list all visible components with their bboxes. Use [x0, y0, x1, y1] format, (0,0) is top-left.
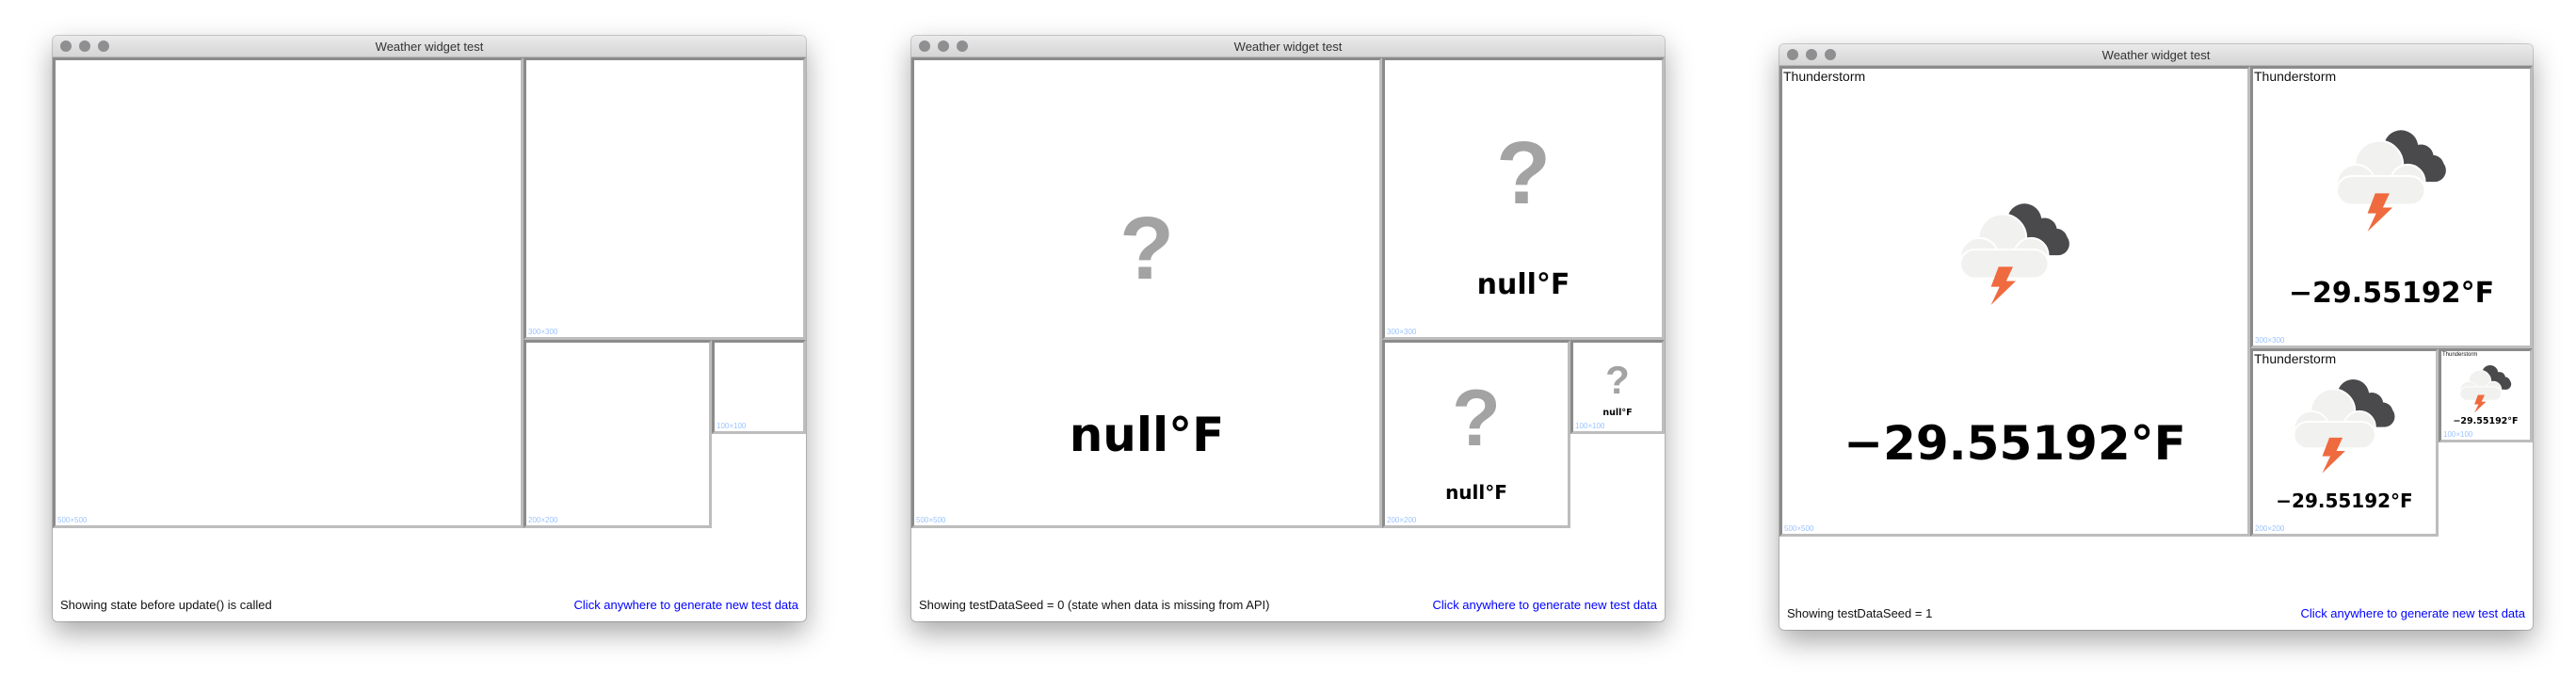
- close-button[interactable]: [1787, 49, 1798, 60]
- widget-size-label: 200×200: [2255, 524, 2285, 533]
- title-bar[interactable]: Weather widget test: [911, 36, 1665, 57]
- weather-widget: 500×500 −29.55192°F Thunderstorm: [1779, 66, 2250, 537]
- weather-widget: 200×200 −29.55192°F Thunderstorm: [2250, 348, 2439, 537]
- temperature-value: null°F: [1069, 407, 1225, 462]
- weather-widget: 100×100 −29.55192°F Thunderstorm: [2439, 348, 2533, 442]
- widget-size-label: 300×300: [2255, 336, 2285, 345]
- widget-size-label: 100×100: [716, 422, 747, 430]
- question-mark-icon: ?: [1452, 373, 1501, 463]
- title-bar[interactable]: Weather widget test: [53, 36, 806, 57]
- temperature-value: null°F: [1476, 267, 1570, 301]
- condition-label: Thunderstorm: [2254, 69, 2337, 84]
- temperature-value: null°F: [1445, 481, 1507, 504]
- temperature-value: null°F: [1602, 408, 1633, 418]
- thunderstorm-icon: [2329, 126, 2454, 236]
- temperature-value: −29.55192°F: [2276, 490, 2413, 512]
- generate-test-data-link[interactable]: Click anywhere to generate new test data: [573, 598, 798, 612]
- status-text: Showing testDataSeed = 0 (state when dat…: [919, 598, 1270, 612]
- question-mark-icon: ?: [1119, 198, 1175, 298]
- window-title: Weather widget test: [1233, 40, 1343, 54]
- weather-widget: 100×100? null°F: [1570, 340, 1665, 434]
- widget-size-label: 200×200: [528, 516, 558, 524]
- thunderstorm-icon: [1953, 200, 2077, 310]
- weather-widget: 100×100: [712, 340, 806, 434]
- generate-test-data-link[interactable]: Click anywhere to generate new test data: [1432, 598, 1657, 612]
- app-window: Weather widget test 500×500 −29.55192°F Th…: [1779, 44, 2533, 630]
- weather-widget: 500×500? null°F: [911, 57, 1382, 528]
- app-window: Weather widget test 500×500 300×300 200×200…: [53, 36, 806, 621]
- zoom-button[interactable]: [1825, 49, 1836, 60]
- minimize-button[interactable]: [79, 40, 90, 52]
- widget-size-label: 100×100: [1575, 422, 1605, 430]
- status-text: Showing testDataSeed = 1: [1787, 606, 1933, 620]
- weather-widget: 300×300 −29.55192°F Thunderstorm: [2250, 66, 2533, 348]
- close-button[interactable]: [919, 40, 930, 52]
- window-title: Weather widget test: [375, 40, 484, 54]
- widget-size-label: 500×500: [57, 516, 88, 524]
- title-bar[interactable]: Weather widget test: [1779, 44, 2533, 66]
- condition-label: Thunderstorm: [2442, 352, 2478, 358]
- window-title: Weather widget test: [2101, 48, 2211, 62]
- temperature-value: −29.55192°F: [2288, 276, 2495, 310]
- weather-widget: 200×200: [523, 340, 712, 528]
- zoom-button[interactable]: [98, 40, 109, 52]
- thunderstorm-icon: [2456, 363, 2515, 418]
- minimize-button[interactable]: [1806, 49, 1817, 60]
- condition-label: Thunderstorm: [1783, 69, 1866, 84]
- weather-widget: 300×300: [523, 57, 806, 340]
- close-button[interactable]: [60, 40, 72, 52]
- weather-widget: 500×500: [53, 57, 523, 528]
- minimize-button[interactable]: [938, 40, 949, 52]
- zoom-button[interactable]: [957, 40, 968, 52]
- thunderstorm-icon: [2287, 376, 2402, 478]
- generate-test-data-link[interactable]: Click anywhere to generate new test data: [2300, 606, 2525, 620]
- widget-size-label: 200×200: [1387, 516, 1417, 524]
- weather-widget: 300×300? null°F: [1382, 57, 1665, 340]
- temperature-value: −29.55192°F: [2453, 416, 2519, 426]
- status-text: Showing state before update() is called: [60, 598, 272, 612]
- widget-size-label: 300×300: [1387, 328, 1417, 336]
- widget-size-label: 500×500: [1784, 524, 1814, 533]
- question-mark-icon: ?: [1605, 358, 1630, 402]
- question-mark-icon: ?: [1495, 122, 1552, 223]
- condition-label: Thunderstorm: [2254, 351, 2337, 366]
- widget-size-label: 500×500: [916, 516, 946, 524]
- weather-widget: 200×200? null°F: [1382, 340, 1570, 528]
- widget-canvas[interactable]: 500×500? null°F 300×300? null°F 200×200? null…: [911, 57, 1665, 621]
- widget-size-label: 300×300: [528, 328, 558, 336]
- widget-size-label: 100×100: [2443, 430, 2473, 439]
- temperature-value: −29.55192°F: [1843, 415, 2186, 471]
